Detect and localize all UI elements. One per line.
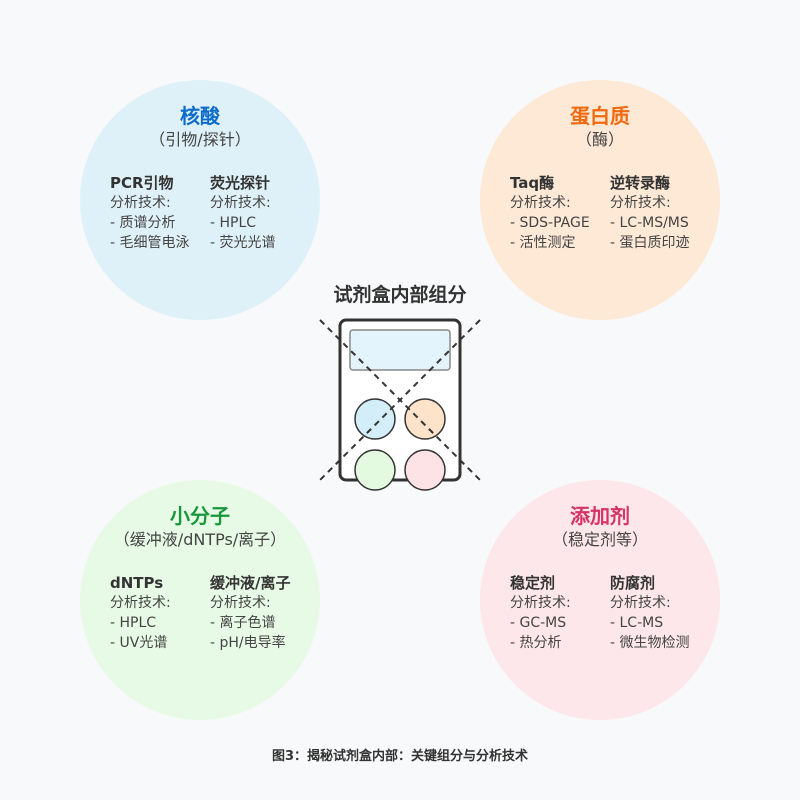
dashed-diagonal	[319, 319, 481, 481]
well-pink	[404, 449, 446, 491]
analysis-label: 分析技术:	[510, 195, 571, 211]
small-molecule-component: 缓冲液/离子分析技术: - 离子色谱 - pH/电导率	[210, 573, 290, 653]
protein-component: 逆转录酶分析技术: - LC-MS/MS - 蛋白质印迹	[610, 173, 690, 253]
figure-caption: 图3：揭秘试剂盒内部：关键组分与分析技术	[271, 749, 529, 764]
additive-subtitle: （稳定剂等）	[551, 530, 648, 549]
analysis-method: - 离子色谱	[210, 615, 276, 631]
analysis-method: - HPLC	[110, 615, 157, 631]
center-title: 试剂盒内部组分	[333, 284, 467, 306]
analysis-label: 分析技术:	[210, 195, 271, 211]
kit-screen	[349, 329, 451, 371]
protein-title: 蛋白质	[570, 104, 630, 128]
component-name: Taq酶	[510, 174, 555, 192]
nucleic-acid-component: 荧光探针分析技术: - HPLC - 荧光光谱	[210, 173, 276, 253]
analysis-method: - SDS-PAGE	[510, 215, 590, 231]
component-name: 防腐剂	[610, 574, 656, 592]
analysis-method: - LC-MS	[610, 615, 664, 631]
nucleic-acid-circle	[80, 80, 320, 320]
analysis-label: 分析技术:	[510, 595, 571, 611]
component-name: 稳定剂	[510, 574, 556, 592]
small-molecule-subtitle: （缓冲液/dNTPs/离子）	[113, 530, 287, 549]
component-name: 缓冲液/离子	[210, 574, 291, 592]
additive-circle	[480, 480, 720, 720]
component-name: 逆转录酶	[610, 174, 671, 192]
small-molecule-title: 小分子	[170, 504, 230, 528]
analysis-method: - LC-MS/MS	[610, 215, 689, 231]
analysis-method: - GC-MS	[510, 615, 567, 631]
analysis-method: - 蛋白质印迹	[610, 235, 690, 251]
protein-component: Taq酶分析技术: - SDS-PAGE - 活性测定	[510, 173, 590, 253]
additive-title: 添加剂	[570, 504, 630, 528]
analysis-label: 分析技术:	[110, 195, 171, 211]
protein-circle	[480, 80, 720, 320]
analysis-label: 分析技术:	[210, 595, 271, 611]
protein-subtitle: （酶）	[575, 130, 624, 149]
component-name: dNTPs	[110, 574, 164, 592]
small-molecule-circle	[80, 480, 320, 720]
analysis-method: - 活性测定	[510, 235, 576, 251]
analysis-method: - 质谱分析	[110, 215, 176, 231]
small-molecule-component: dNTPs 分析技术: - HPLC - UV光谱	[110, 573, 171, 653]
nucleic-acid-component: PCR引物分析技术: - 质谱分析 - 毛细管电泳	[110, 173, 190, 253]
analysis-method: - pH/电导率	[210, 635, 286, 651]
nucleic-acid-title: 核酸	[180, 104, 220, 128]
analysis-method: - 微生物检测	[610, 635, 690, 651]
well-green	[354, 449, 396, 491]
component-name: PCR引物	[110, 174, 174, 192]
nucleic-acid-subtitle: （引物/探针）	[149, 130, 251, 149]
well-blue	[354, 398, 396, 440]
analysis-method: - HPLC	[210, 215, 257, 231]
analysis-method: - UV光谱	[110, 635, 168, 651]
analysis-method: - 荧光光谱	[210, 235, 276, 251]
analysis-label: 分析技术:	[110, 595, 171, 611]
kit-box-icon	[319, 318, 481, 491]
well-orange	[404, 398, 446, 440]
analysis-method: - 毛细管电泳	[110, 235, 190, 251]
analysis-label: 分析技术:	[610, 595, 671, 611]
component-name: 荧光探针	[210, 174, 271, 192]
analysis-method: - 热分析	[510, 635, 562, 651]
additive-component: 稳定剂分析技术: - GC-MS - 热分析	[510, 573, 571, 653]
additive-component: 防腐剂分析技术: - LC-MS - 微生物检测	[610, 573, 690, 653]
analysis-label: 分析技术:	[610, 195, 671, 211]
